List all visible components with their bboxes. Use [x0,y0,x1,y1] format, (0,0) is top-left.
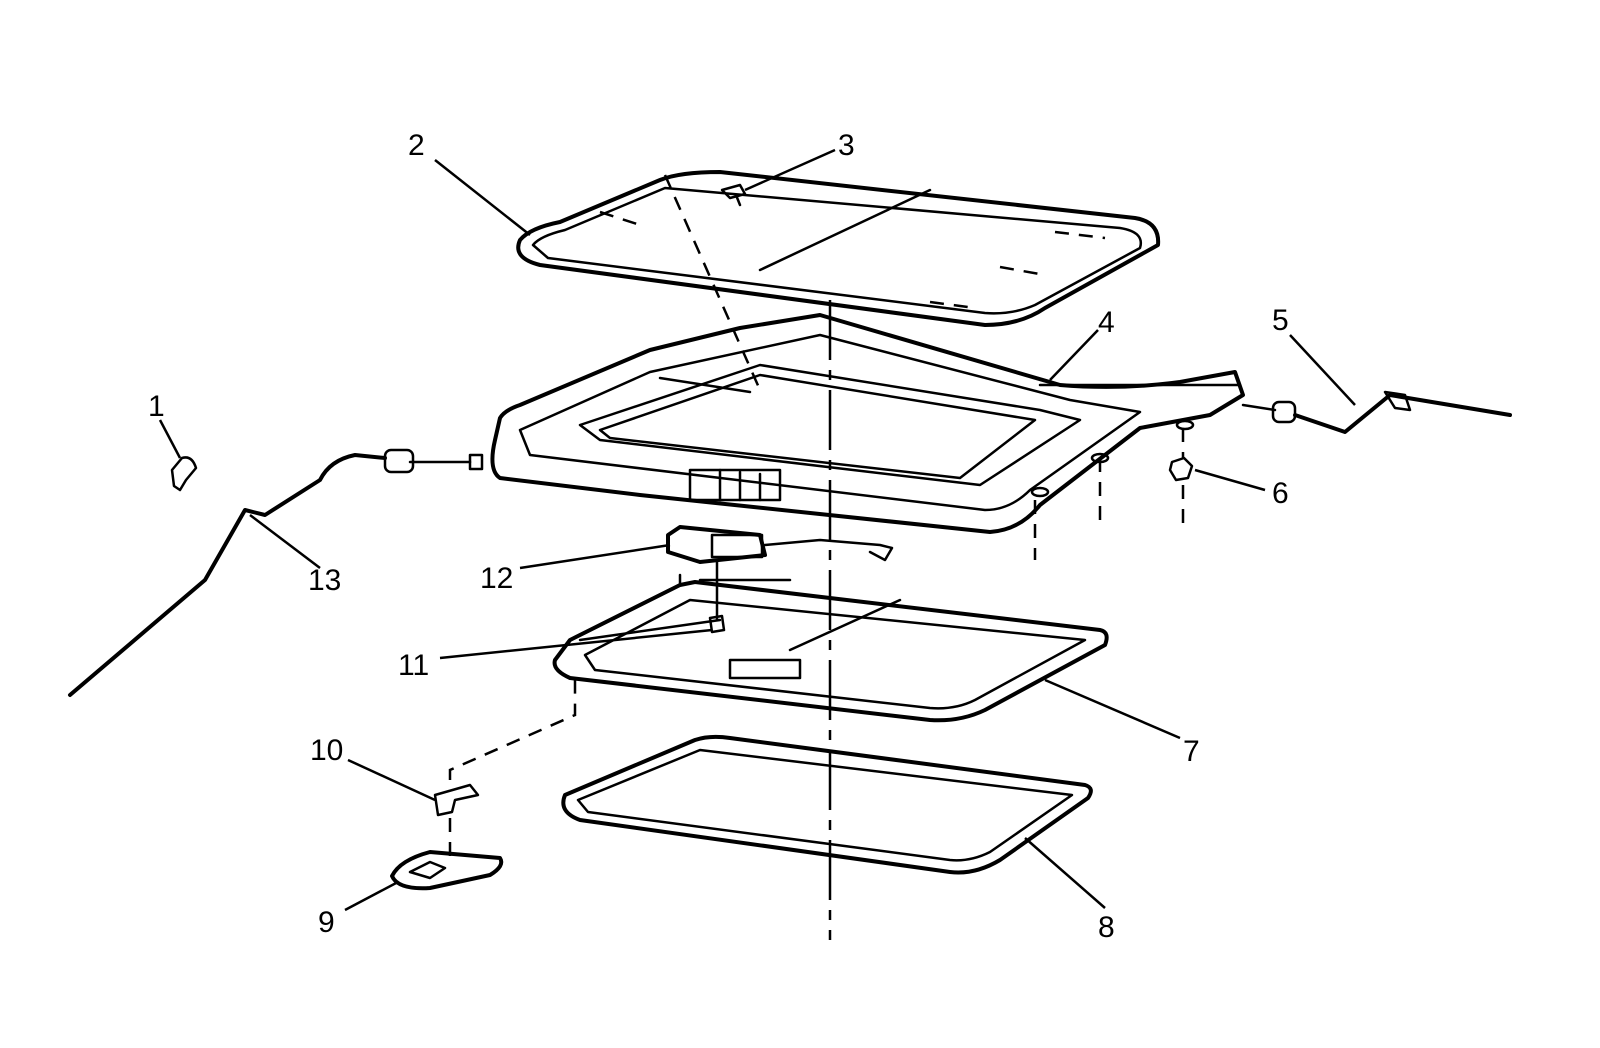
nut-6 [1168,428,1194,482]
leader-6 [1194,468,1266,492]
leader-3 [744,148,836,192]
leader-4 [1049,329,1099,381]
hook-10 [433,675,577,860]
screw-11 [708,614,726,634]
sunshade-7 [552,573,1109,723]
callout-10: 10 [310,734,343,767]
drive-motor-12 [666,525,894,622]
callout-4: 4 [1098,306,1115,339]
bezel-9 [390,850,504,891]
callout-2: 2 [408,129,425,162]
leader-11 [439,628,713,660]
leader-12 [519,543,671,570]
screw-3 [720,183,747,207]
callout-6: 6 [1272,477,1289,510]
callout-8: 8 [1098,911,1115,944]
leader-8 [1024,837,1106,909]
leader-10 [347,758,436,802]
sunroof-frame [490,313,1245,560]
drain-hose-left [68,448,484,697]
drain-hose-right [1241,390,1512,434]
callout-3: 3 [838,129,855,162]
leader-1 [158,419,182,459]
leader-lines [158,148,1356,912]
callout-1: 1 [148,390,165,423]
seal-8 [561,734,1093,875]
leader-7 [1044,678,1181,740]
callout-11: 11 [398,649,429,682]
clip-1 [170,456,198,492]
callout-9: 9 [318,906,335,939]
leader-13 [249,514,321,569]
callout-12: 12 [480,562,513,595]
leader-5 [1289,334,1356,406]
callout-7: 7 [1183,735,1200,768]
callout-13: 13 [308,564,341,597]
leader-9 [344,880,399,912]
callout-5: 5 [1272,304,1289,337]
leader-2 [434,159,531,236]
glass-panel [516,170,1161,391]
